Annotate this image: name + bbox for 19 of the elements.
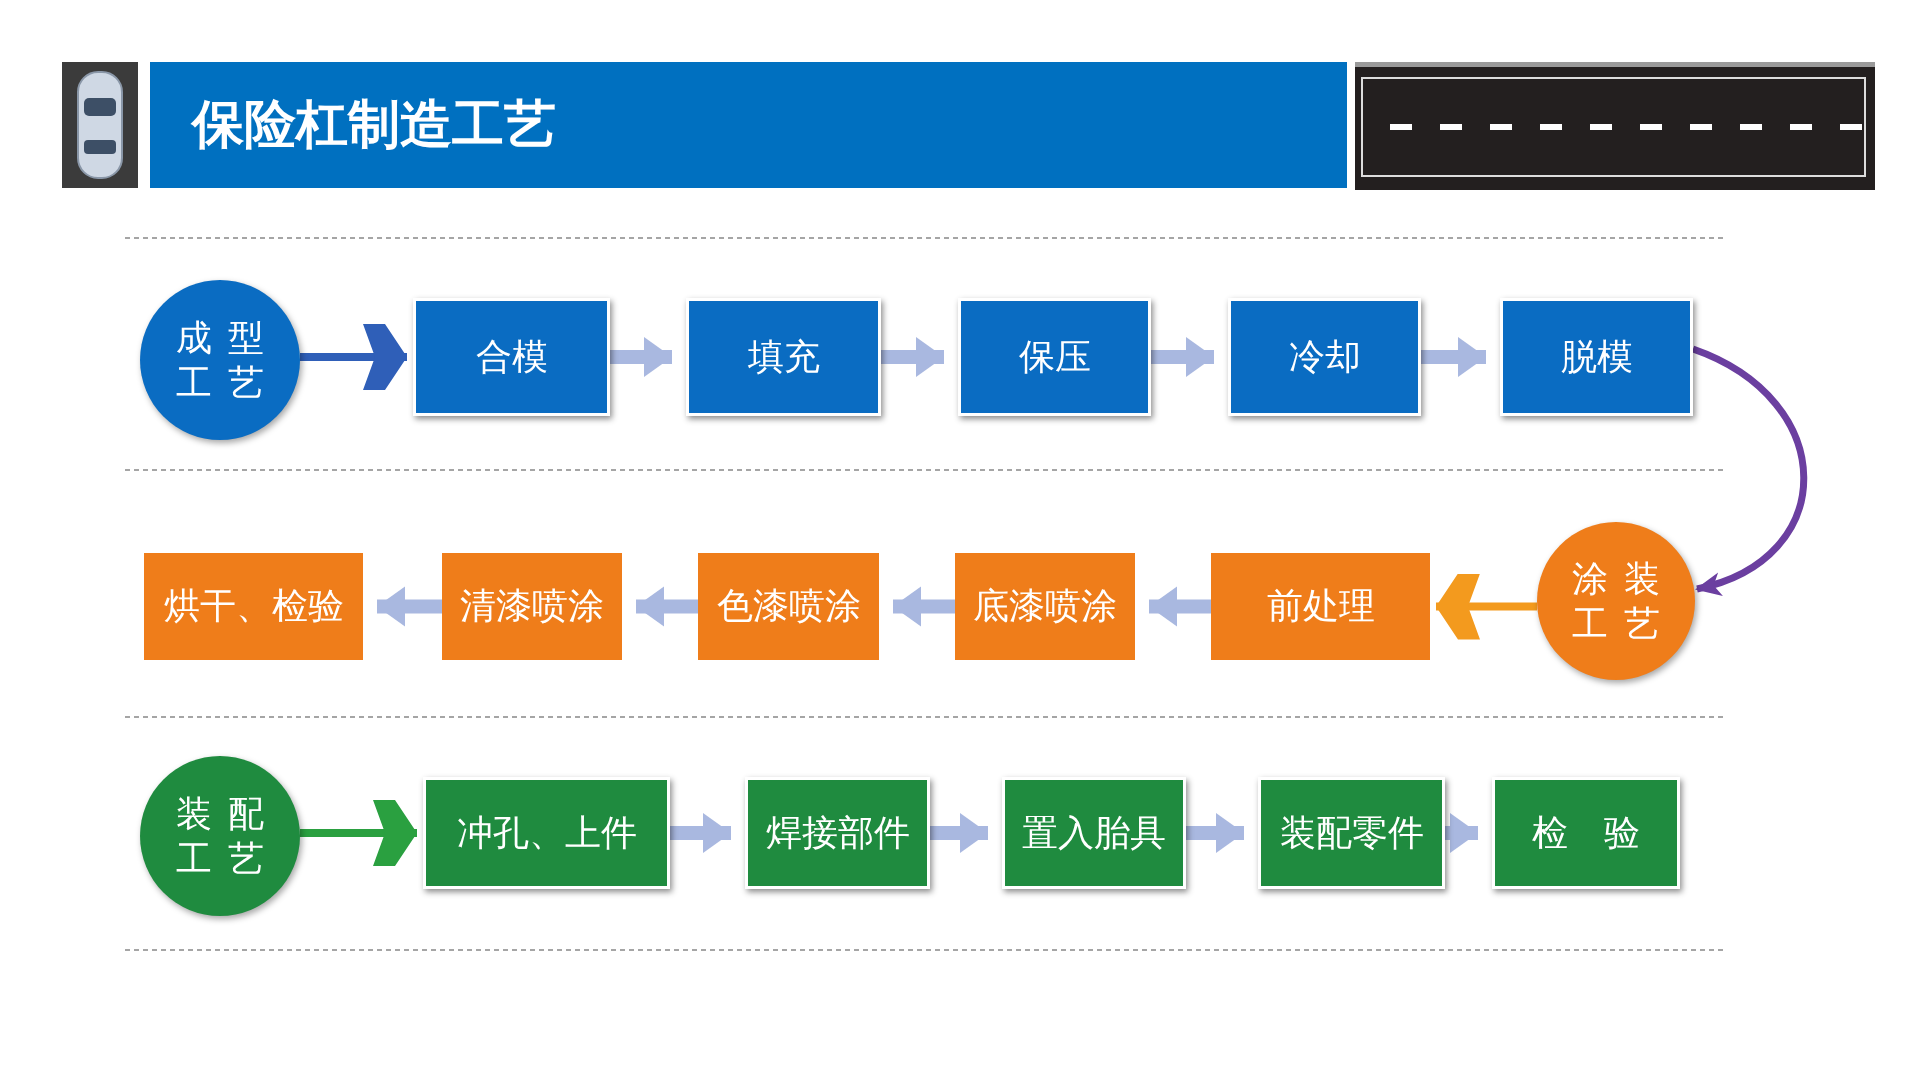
process-box: 底漆喷涂 — [955, 553, 1135, 660]
process-box: 装配零件 — [1258, 777, 1445, 889]
process-box: 检 验 — [1492, 777, 1680, 889]
process-box: 冲孔、上件 — [423, 777, 670, 889]
process-box: 清漆喷涂 — [442, 553, 622, 660]
title-banner: 保险杠制造工艺 — [150, 62, 1347, 188]
process-box: 前处理 — [1211, 553, 1430, 660]
stage-circle: 成型工艺 — [140, 280, 300, 440]
process-box: 填充 — [686, 298, 881, 416]
process-box: 保压 — [958, 298, 1151, 416]
stage-circle: 涂装工艺 — [1537, 522, 1695, 680]
process-box: 置入胎具 — [1002, 777, 1186, 889]
stage-circle: 装配工艺 — [140, 756, 300, 916]
process-box: 脱模 — [1500, 298, 1693, 416]
process-box: 焊接部件 — [745, 777, 930, 889]
process-box: 烘干、检验 — [144, 553, 363, 660]
process-box: 合模 — [413, 298, 610, 416]
process-box: 色漆喷涂 — [698, 553, 879, 660]
process-box: 冷却 — [1228, 298, 1421, 416]
